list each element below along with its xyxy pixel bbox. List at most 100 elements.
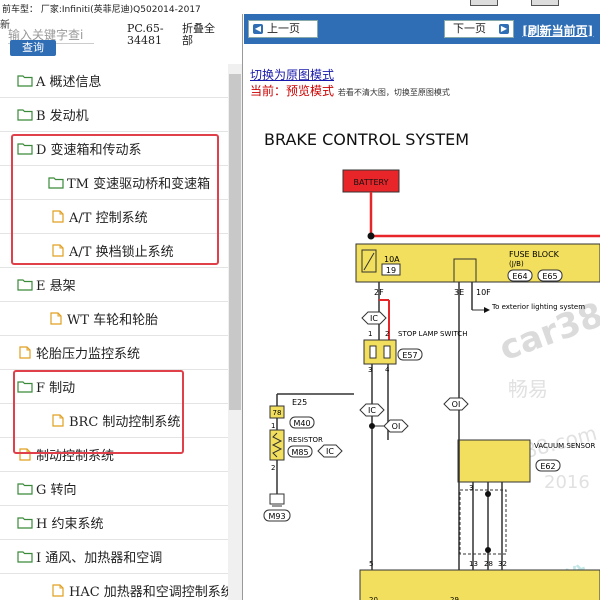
document-icon — [50, 312, 62, 325]
wiring-diagram[interactable]: car388 畅易 car388.com 2016 汽车维 BRAKE CONT… — [244, 110, 600, 600]
conn-e62: E62 — [540, 462, 555, 471]
fuse-amp: 10A — [384, 255, 400, 264]
tree-item[interactable]: F 制动 — [0, 370, 228, 404]
tree-item[interactable]: I 通风、加热器和空调 — [0, 540, 228, 574]
tree-item-label: B 发动机 — [36, 109, 89, 124]
pin-numbers: 1 2 3 4 1 2 3 5 13 28 32 20 29 — [271, 330, 507, 600]
pin-label: 2 — [385, 330, 389, 338]
conn-e57: E57 — [402, 351, 417, 360]
search-button[interactable]: 查询 — [10, 40, 56, 56]
tree-item[interactable]: G 转向 — [0, 472, 228, 506]
folder-icon — [17, 109, 33, 121]
vacuum-label: VACUUM SENSOR — [534, 442, 595, 450]
tree-item-label: I 通风、加热器和空调 — [36, 551, 163, 566]
folder-icon — [17, 75, 33, 87]
tree-item[interactable]: TM 变速驱动桥和变速箱 — [0, 166, 228, 200]
current-label: 当前： — [250, 84, 287, 98]
pin-label: 4 — [385, 366, 390, 374]
tree-item-label: H 约束系统 — [36, 517, 104, 532]
search-area: 新 查询 PC.65-34481 折叠全部 — [0, 14, 242, 64]
document-icon — [52, 414, 64, 427]
watermark-b: 畅易 — [508, 377, 548, 401]
tree-item-label: A/T 换档锁止系统 — [69, 245, 174, 260]
mode-label: 预览模式 — [286, 84, 335, 98]
highlight-box-brake — [13, 370, 184, 454]
folder-icon — [17, 483, 33, 495]
conn-m85: M85 — [291, 448, 308, 457]
tree-item-label: WT 车轮和轮胎 — [67, 313, 159, 328]
tree-item[interactable]: WT 车轮和轮胎 — [0, 302, 228, 336]
tree-item[interactable]: A 概述信息 — [0, 64, 228, 98]
fuse-number: 19 — [386, 266, 396, 275]
conn-m40: M40 — [293, 419, 310, 428]
document-icon — [19, 448, 31, 461]
prev-page-button[interactable]: ◀ 上一页 — [248, 20, 318, 38]
tree-item-label: 轮胎压力监控系统 — [36, 347, 141, 362]
content-panel: ◀ 上一页 下一页 ▶ [刷新当前页] 切换为原图模式 当前：预览模式 若看不清… — [244, 14, 600, 600]
oi-tag-1: OI — [452, 400, 461, 409]
document-icon — [19, 346, 31, 359]
next-page-label: 下一页 — [453, 22, 486, 35]
next-page-button[interactable]: 下一页 ▶ — [444, 20, 514, 38]
tree-item-label: HAC 加热器和空调控制系统 — [69, 585, 234, 600]
prev-page-label: 上一页 — [267, 22, 300, 35]
tree-item[interactable]: HAC 加热器和空调控制系统 — [0, 574, 234, 600]
pin-78: 78 — [273, 409, 282, 417]
document-icon — [52, 584, 64, 597]
tree-item[interactable]: 轮胎压力监控系统 — [0, 336, 228, 370]
tree-item[interactable]: BRC 制动控制系统 — [0, 404, 228, 438]
control-unit — [359, 569, 600, 600]
refresh-page-link[interactable]: [刷新当前页] — [522, 24, 594, 38]
stray-char: 新 — [0, 20, 10, 31]
vehicle-label: 前车型： 厂家:Infiniti(英菲尼迪)Q502014-2017 — [2, 5, 201, 14]
mode-hint: 若看不清大图，切换至原图模式 — [337, 88, 450, 97]
top-right-controls — [470, 0, 589, 9]
exterior-label: To exterior lighting system — [491, 303, 585, 311]
diagram-title: BRAKE CONTROL SYSTEM — [264, 130, 469, 149]
stop-lamp-label: STOP LAMP SWITCH — [398, 330, 467, 338]
top-button-2[interactable] — [530, 0, 559, 6]
conn-m93: M93 — [268, 512, 285, 521]
tree-item[interactable]: A/T 换档锁止系统 — [0, 234, 228, 268]
ic-tag-1: IC — [370, 314, 378, 323]
tree-item[interactable]: D 变速箱和传动系 — [0, 132, 228, 166]
tree-item[interactable]: H 约束系统 — [0, 506, 228, 540]
pin-label: 1 — [271, 422, 275, 430]
tree-item-label: E 悬架 — [36, 279, 76, 294]
document-icon — [52, 244, 64, 257]
tree-item-label: TM 变速驱动桥和变速箱 — [67, 177, 211, 192]
ic-tag-3: IC — [326, 447, 334, 456]
page-code: PC.65-34481 — [127, 22, 164, 47]
folder-icon — [17, 551, 33, 563]
pin-label: 5 — [369, 560, 373, 568]
vehicle-info-bar: 前车型： 厂家:Infiniti(英菲尼迪)Q502014-2017 — [0, 0, 600, 14]
watermark-a: car388 — [494, 287, 600, 369]
collapse-all-link[interactable]: 折叠全部 — [182, 22, 215, 47]
top-button-1[interactable] — [470, 0, 498, 6]
conn-e64: E64 — [512, 272, 527, 281]
arrow-left-icon: ◀ — [253, 24, 263, 34]
current-mode-line: 当前：预览模式 若看不清大图，切换至原图模式 — [250, 82, 450, 99]
pin-label: 2 — [271, 464, 275, 472]
folder-icon — [17, 279, 33, 291]
folder-icon — [17, 381, 33, 393]
arrow-right-icon: ▶ — [499, 24, 509, 34]
pin-label: 3 — [469, 484, 473, 492]
tree-item[interactable]: A/T 控制系统 — [0, 200, 228, 234]
vacuum-sensor — [457, 439, 531, 483]
fuse-jb-label: (J/B) — [509, 260, 524, 268]
switch-original-mode-link[interactable]: 切换为原图模式 — [250, 68, 335, 82]
fuse-block-label: FUSE BLOCK — [509, 250, 560, 259]
tree-item-label: D 变速箱和传动系 — [36, 143, 142, 158]
tree-item-label: F 制动 — [36, 381, 76, 396]
scrollbar-thumb[interactable] — [229, 74, 241, 410]
document-icon — [52, 210, 64, 223]
highlight-box-transmission — [11, 134, 219, 265]
navigation-panel: 新 查询 PC.65-34481 折叠全部 A 概述信息 B 发动机 D 变速箱和传… — [0, 14, 243, 600]
tree-item-label: A/T 控制系统 — [69, 211, 148, 226]
tree-item[interactable]: E 悬架 — [0, 268, 228, 302]
tree-item[interactable]: B 发动机 — [0, 98, 228, 132]
tree-item-label: G 转向 — [36, 483, 77, 498]
pin-label: 32 — [498, 560, 507, 568]
pin-label: 29 — [450, 596, 459, 600]
